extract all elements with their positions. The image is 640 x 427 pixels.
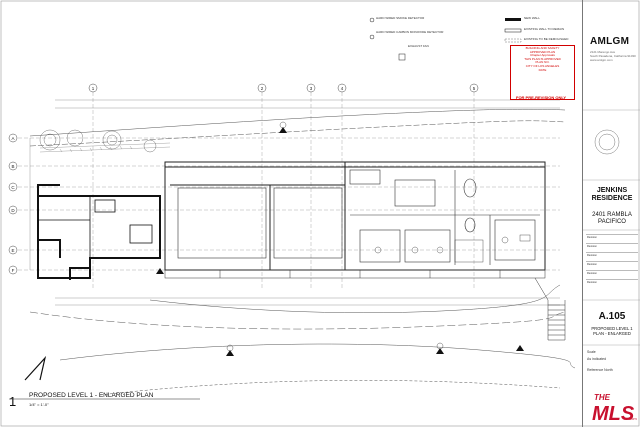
svg-text:.com: .com (628, 416, 637, 421)
legend-item-smoke: HARD WIRED SMOKE DETECTOR (376, 16, 425, 20)
north-arrow-icon (24, 355, 47, 381)
drawing-scale: 1/4" = 1'-0" (29, 402, 49, 407)
firm-details: 2121 Marengo Ave South Pasadena, Califor… (590, 50, 636, 62)
legend-item-existing-wall: EXISTING WALL TO REMAIN (524, 26, 565, 31)
grid-row-c: C (11, 185, 15, 190)
grid-col-4: 4 (341, 86, 344, 91)
legend-item-demolish: EXISTING TO BE DEMOLISHED (524, 36, 569, 41)
stamp-line: BUILDING AND SAFETY (525, 46, 560, 50)
grid-col-5: 5 (473, 86, 476, 91)
scale-label: Scale (587, 350, 596, 354)
revision-row: Revision (586, 234, 638, 243)
stamp-line: CITY OF LOS ANGELES (525, 63, 560, 68)
stamp-line: Chapter Approvals (530, 53, 555, 58)
column-grid-labels: 1 2 3 4 5 (92, 86, 476, 91)
existing-building-walls (37, 184, 161, 280)
row-grid-lines (18, 137, 560, 271)
firm-detail-line: South Pasadena, California 91030 (590, 54, 636, 58)
revision-row: Revision (586, 243, 638, 252)
legend-detectors: HARD WIRED SMOKE DETECTOR HARD WIRED CAR… (376, 16, 464, 48)
legend-walls: NEW WALL EXISTING WALL TO REMAIN EXISTIN… (524, 16, 580, 41)
project-name-line: RESIDENCE (591, 195, 633, 202)
revision-row: Revision (586, 261, 638, 270)
row-grid-bubbles (8, 133, 18, 275)
scale-value: As indicated (587, 357, 607, 361)
firm-name: AMLGM (590, 36, 630, 47)
grid-col-3: 3 (310, 86, 313, 91)
stamp-line: APPROVED PLAN (529, 49, 556, 54)
legend-item-new-wall: NEW WALL (524, 16, 540, 20)
sheet-title-line: PLAN - ENLARGED (593, 331, 631, 336)
approval-stamp: BUILDING AND SAFETY APPROVED PLAN Chapte… (510, 45, 575, 100)
address-line: 2401 RAMBLA (592, 212, 632, 218)
title-block (582, 0, 640, 427)
project-name: JENKINS RESIDENCE (586, 187, 638, 203)
firm-detail-line: 2121 Marengo Ave (590, 50, 616, 54)
stamp-line: THIS PLAN IS APPROVED (524, 56, 561, 61)
mls-watermark-logo: THE MLS .com (592, 393, 637, 425)
landscape-trees (39, 129, 157, 153)
revision-table: Revision Revision Revision Revision Revi… (586, 234, 638, 288)
grid-row-b: B (11, 164, 14, 169)
firm-detail-line: www.amlgm.com (590, 58, 613, 62)
legend-swatches (369, 17, 522, 61)
stamp-line: DATE (538, 67, 547, 72)
deck-band (164, 269, 546, 279)
project-name-line: JENKINS (596, 187, 628, 194)
titleblock-rules (582, 109, 640, 346)
revision-row: Revision (586, 252, 638, 261)
section-markers (156, 127, 524, 356)
project-address: 2401 RAMBLA PACIFICO (586, 212, 638, 226)
sheet-title: PROPOSED LEVEL 1 PLAN - ENLARGED (586, 326, 638, 336)
hatch-strip (39, 142, 171, 153)
reference-north-label: Reference North (587, 368, 613, 372)
grid-col-2: 2 (261, 86, 264, 91)
sheet-number: A.105 (598, 311, 626, 322)
address-line: PACIFICO (598, 219, 626, 225)
proposed-building-rooms (177, 169, 540, 265)
plumbing-fixtures (374, 234, 531, 263)
grid-row-e: E (11, 248, 14, 253)
grid-row-f: F (12, 268, 15, 273)
sheet-title-line: PROPOSED LEVEL 1 (591, 326, 633, 331)
callout-circles (226, 121, 444, 352)
legend-item-exhaust: EXHAUST FAN (408, 43, 429, 48)
column-grid-lines (92, 92, 475, 290)
drawing-number: 1 (9, 394, 17, 409)
legend-item-co: HARD WIRED CARBON MONOXIDE DETECTOR (376, 29, 444, 34)
revision-row: Revision (586, 270, 638, 279)
row-grid-labels: A B C D E F (11, 136, 15, 273)
grid-row-d: D (11, 208, 15, 213)
svg-text:THE: THE (594, 393, 611, 402)
grid-col-1: 1 (92, 86, 95, 91)
engineer-seal (594, 129, 620, 155)
drawing-title: PROPOSED LEVEL 1 - ENLARGED PLAN (29, 392, 154, 399)
column-grid-bubbles (88, 83, 479, 93)
stamp-line: PLAN NO. (535, 60, 550, 65)
grid-row-a: A (11, 136, 14, 141)
dimension-lines (29, 99, 560, 306)
existing-building-interior (38, 196, 153, 258)
exterior-stair (534, 277, 566, 341)
site-contours (29, 108, 576, 396)
revision-row: Revision (586, 279, 638, 288)
proposed-building-outline (164, 161, 546, 271)
svg-text:MLS: MLS (592, 403, 635, 425)
stamp-note: FOR PRE-REVISION ONLY (516, 95, 567, 100)
